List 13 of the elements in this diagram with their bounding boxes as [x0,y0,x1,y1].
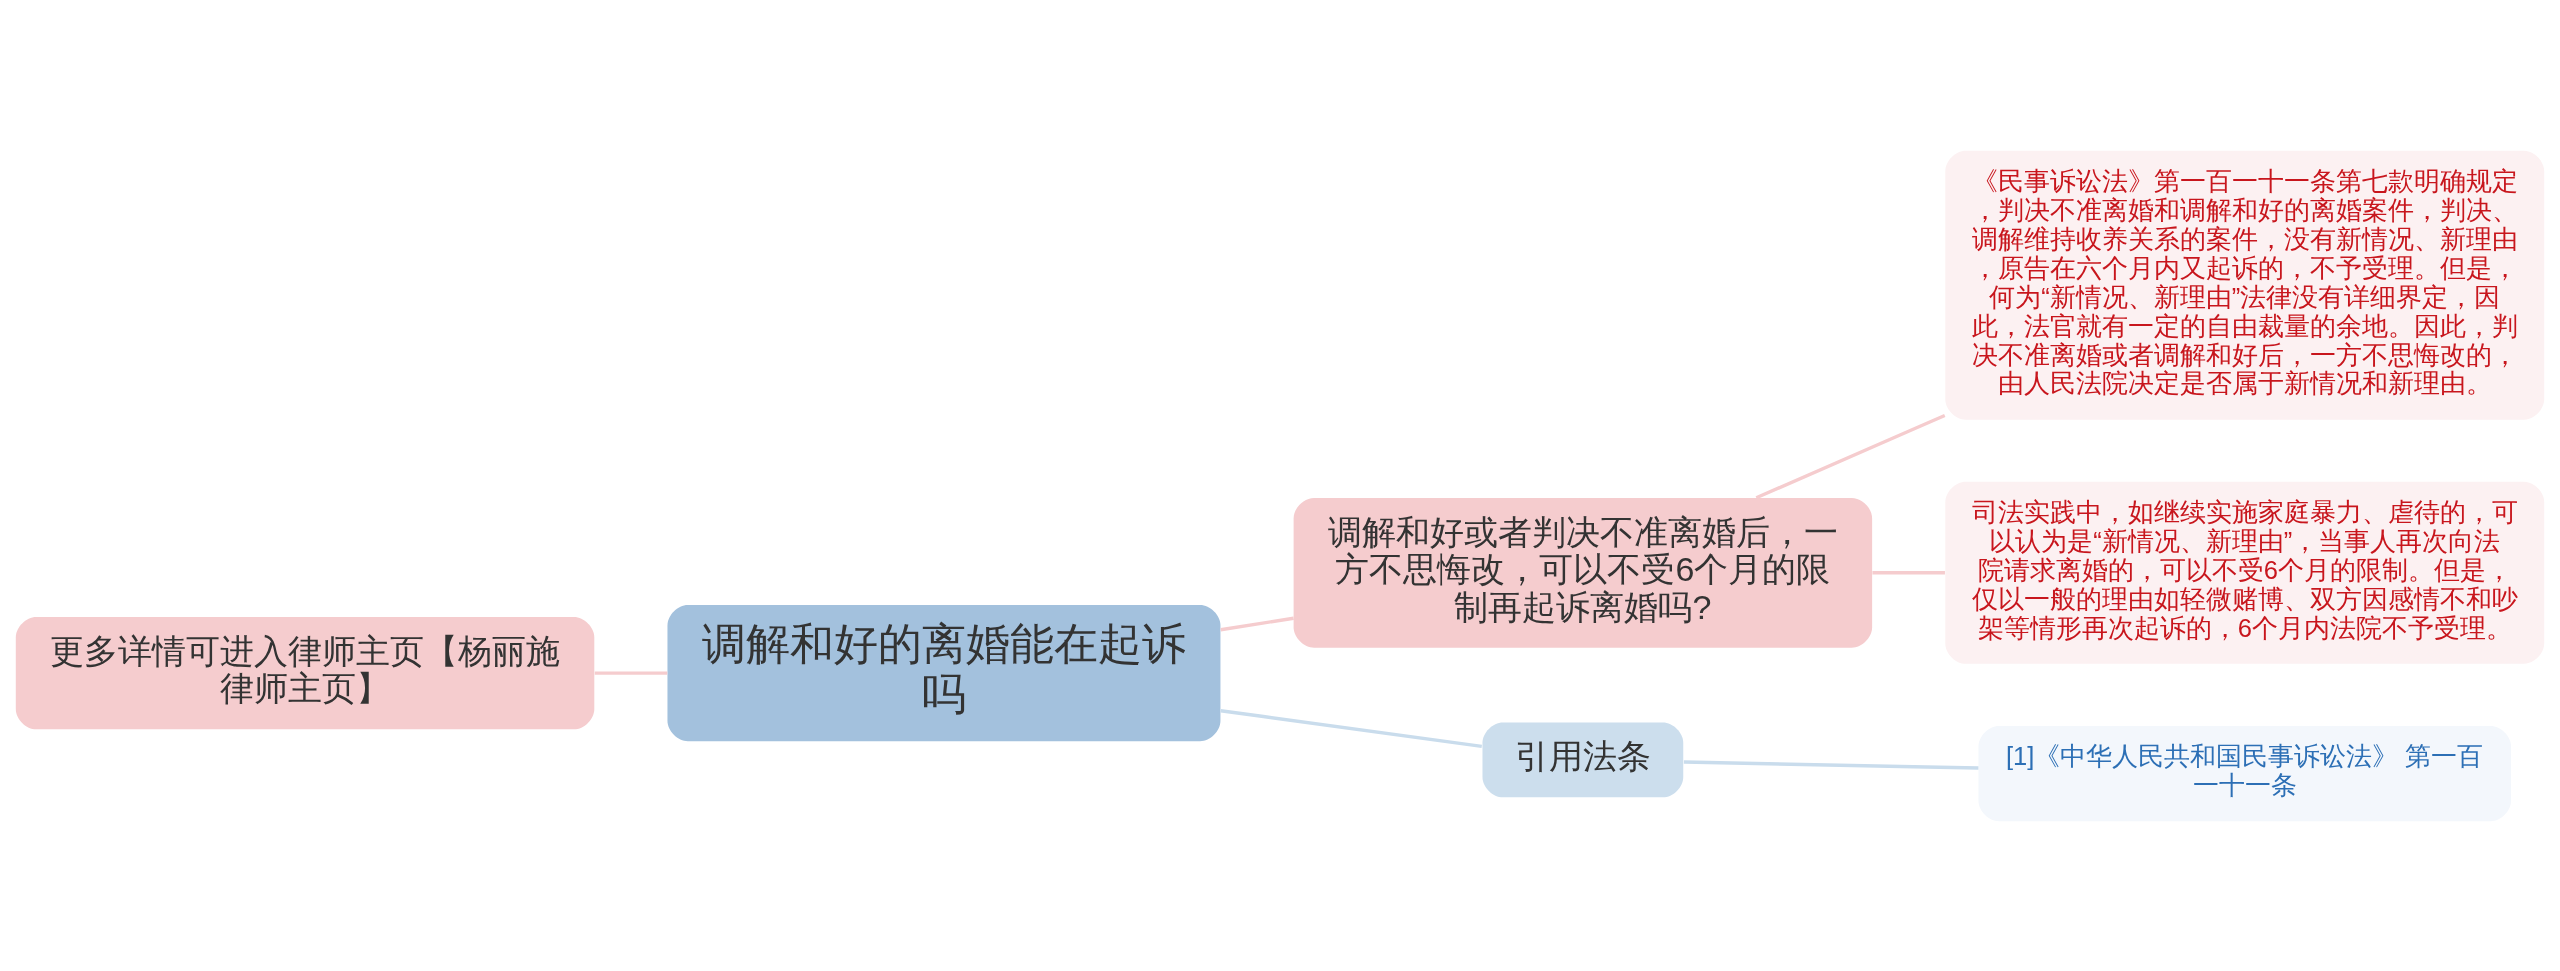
connector [1755,413,1946,499]
node-box: [1]《中华人民共和国民事诉讼法》 第一百一十一条 [1978,725,2512,821]
connector [1683,759,1979,770]
node-box: 调解和好的离婚能在起诉吗 [667,604,1221,741]
connector [1220,708,1482,748]
connector [1872,570,1945,574]
node-box: 调解和好或者判决不准离婚后，一方不思悔改，可以不受6个月的限制再起诉离婚吗? [1293,497,1873,648]
connector [1220,616,1294,631]
node-box: 引用法条 [1482,722,1684,797]
node-box: 更多详情可进入律师主页【杨丽施律师主页】 [15,616,595,729]
connector [594,670,668,675]
node-box: 《民事诉讼法》第一百一十一条第七款明确规定，判决不准离婚和调解和好的离婚案件，判决、调解维持收养关系的案件，没有新情况、新理由，原告在六个月内又起诉的，不予受理。但是，何为“新情况、新理由”法律没有详细界定，因此，法官就有一定的自由裁量的余地。因此，判决不准离婚或者调解和好后，一方不思悔改的，由人民法院决定是否属于新情况和新理由。 [1945,150,2545,420]
node-box: 司法实践中，如继续实施家庭暴力、虐待的，可以认为是“新情况、新理由”，当事人再次向法院请求离婚的，可以不受6个月的限制。但是，仅以一般的理由如轻微赌博、双方因感情不和吵架等情形再次起诉的，6个月内法院不予受理。 [1945,481,2545,664]
